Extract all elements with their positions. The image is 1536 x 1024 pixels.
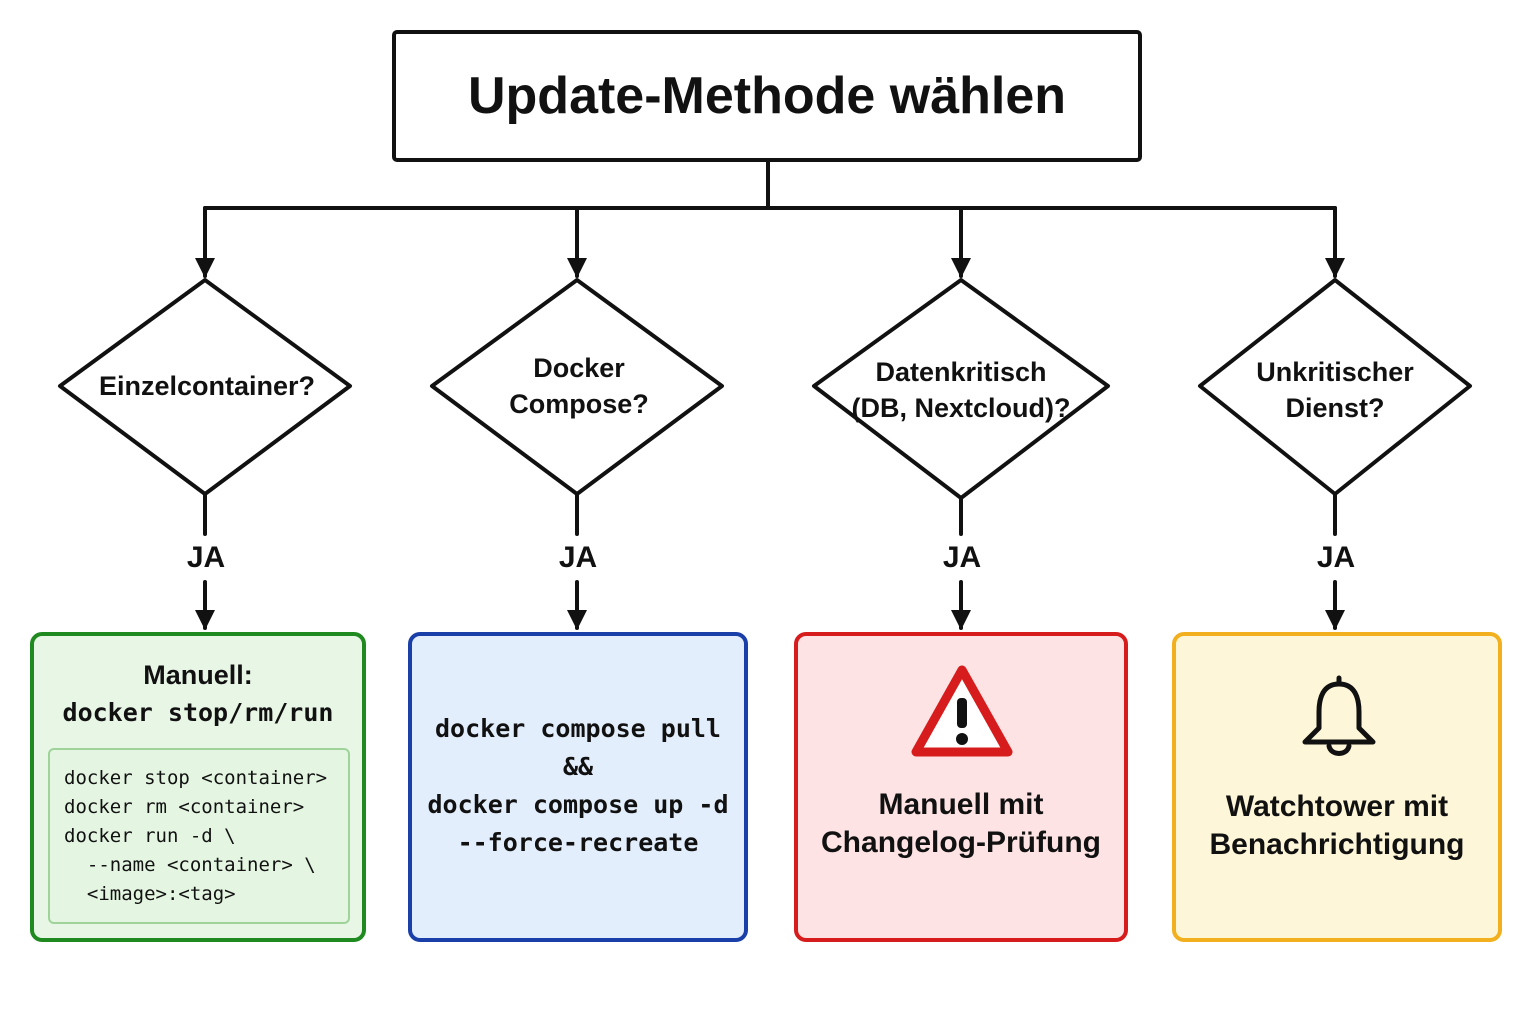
compose-command: docker compose pull && docker compose up… (427, 714, 729, 857)
title-box: Update-Methode wählen (392, 30, 1142, 162)
decision-label-uncritical: Unkritischer Dienst? (1256, 357, 1414, 423)
code-line: docker run -d \ (64, 825, 236, 847)
yes-label-2: JA (558, 541, 598, 574)
bell-icon (1302, 675, 1376, 756)
manual-heading: Manuell: (143, 660, 253, 690)
warning-icon (911, 665, 1013, 757)
code-line: <image>:<tag> (64, 883, 236, 905)
code-line: docker rm <container> (64, 796, 305, 818)
yes-label-3: JA (942, 541, 982, 574)
code-line: --name <container> \ (64, 854, 316, 876)
yes-label-4: JA (1316, 541, 1356, 574)
diagram-title: Update-Methode wählen (467, 67, 1067, 125)
uncritical-label: Watchtower mit Benachrichtigung (1209, 790, 1465, 861)
result-uncritical: Watchtower mit Benachrichtigung (1172, 632, 1502, 942)
decision-label-single-container: Einzelcontainer? (98, 371, 316, 401)
manual-command: docker stop/rm/run (62, 698, 334, 727)
decision-label-compose: Docker Compose? (509, 353, 649, 419)
code-block: docker stop <container> docker rm <conta… (48, 748, 350, 924)
result-manual-single: Manuell: docker stop/rm/run docker stop … (30, 632, 366, 942)
yes-label-1: JA (186, 541, 226, 574)
critical-label: Manuell mit Changelog-Prüfung (821, 788, 1101, 859)
result-critical: Manuell mit Changelog-Prüfung (794, 632, 1128, 942)
result-compose: docker compose pull && docker compose up… (408, 632, 748, 942)
code-line: docker stop <container> (64, 767, 328, 789)
decision-label-data-critical: Datenkritisch (DB, Nextcloud)? (851, 357, 1071, 423)
